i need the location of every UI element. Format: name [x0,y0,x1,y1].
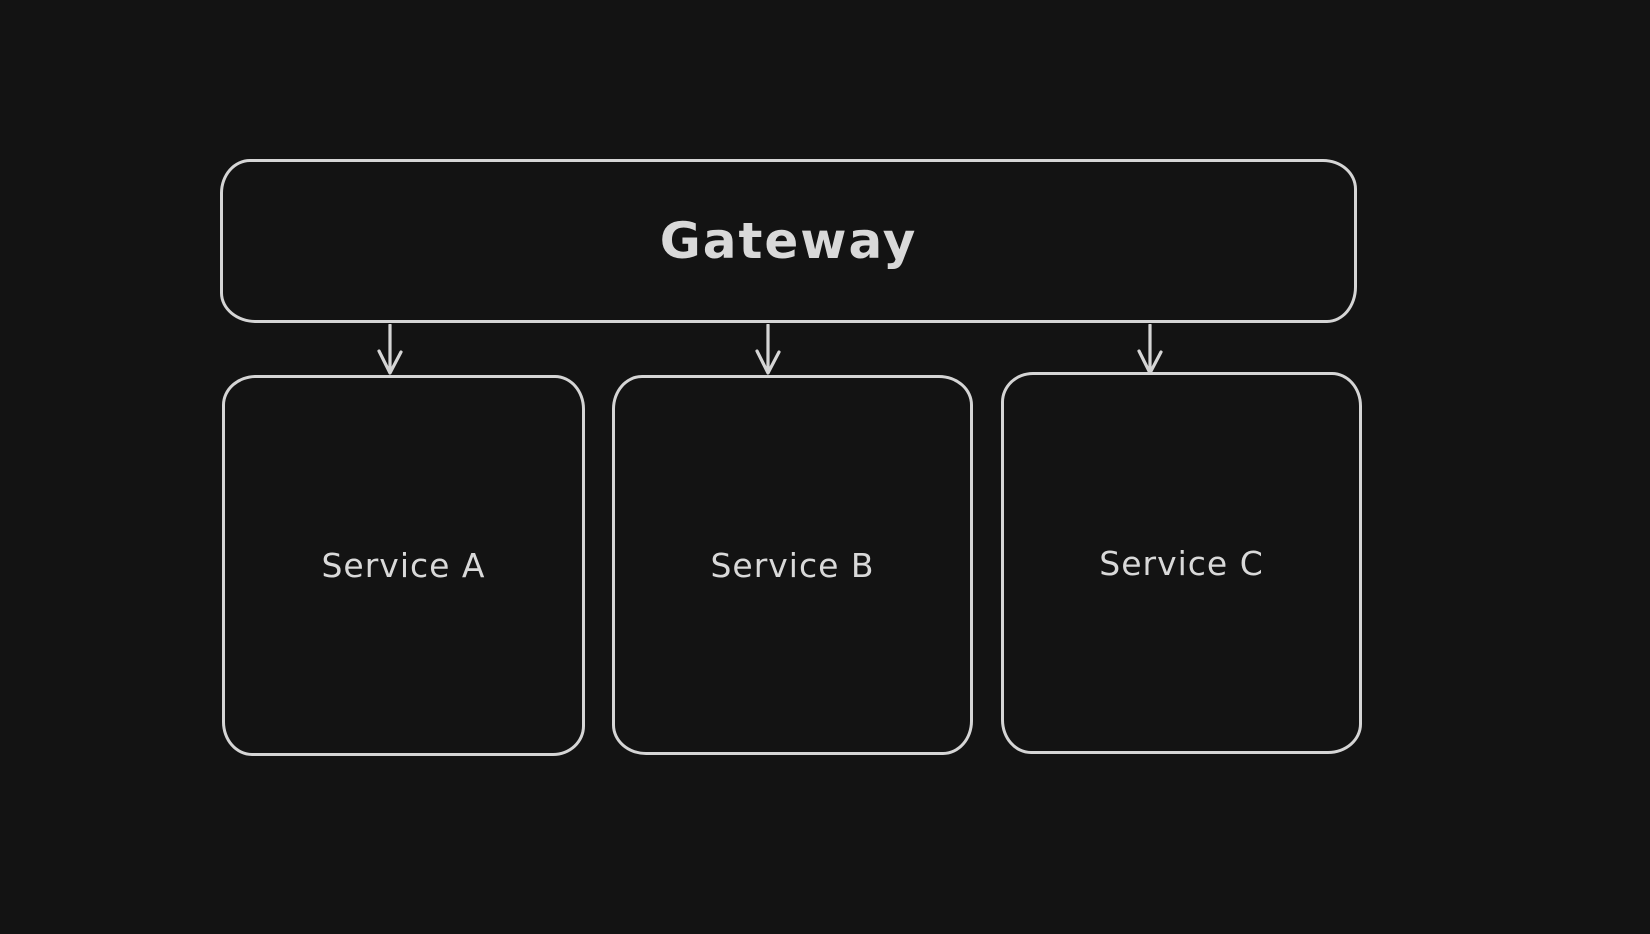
service-b-label: Service B [710,545,875,585]
arrow-down-icon [377,324,403,375]
connector-gateway-to-service-c[interactable] [1133,324,1167,376]
gateway-node[interactable]: Gateway [220,159,1357,323]
service-c-node[interactable]: Service C [1001,372,1362,754]
gateway-label: Gateway [659,212,918,270]
arrow-down-icon [755,324,781,375]
arrow-down-icon [1137,324,1163,375]
service-b-node[interactable]: Service B [612,375,973,755]
service-a-label: Service A [321,546,486,585]
connector-gateway-to-service-b[interactable] [751,324,785,376]
service-a-node[interactable]: Service A [222,375,585,756]
service-c-label: Service C [1099,543,1264,583]
connector-gateway-to-service-a[interactable] [373,324,407,376]
